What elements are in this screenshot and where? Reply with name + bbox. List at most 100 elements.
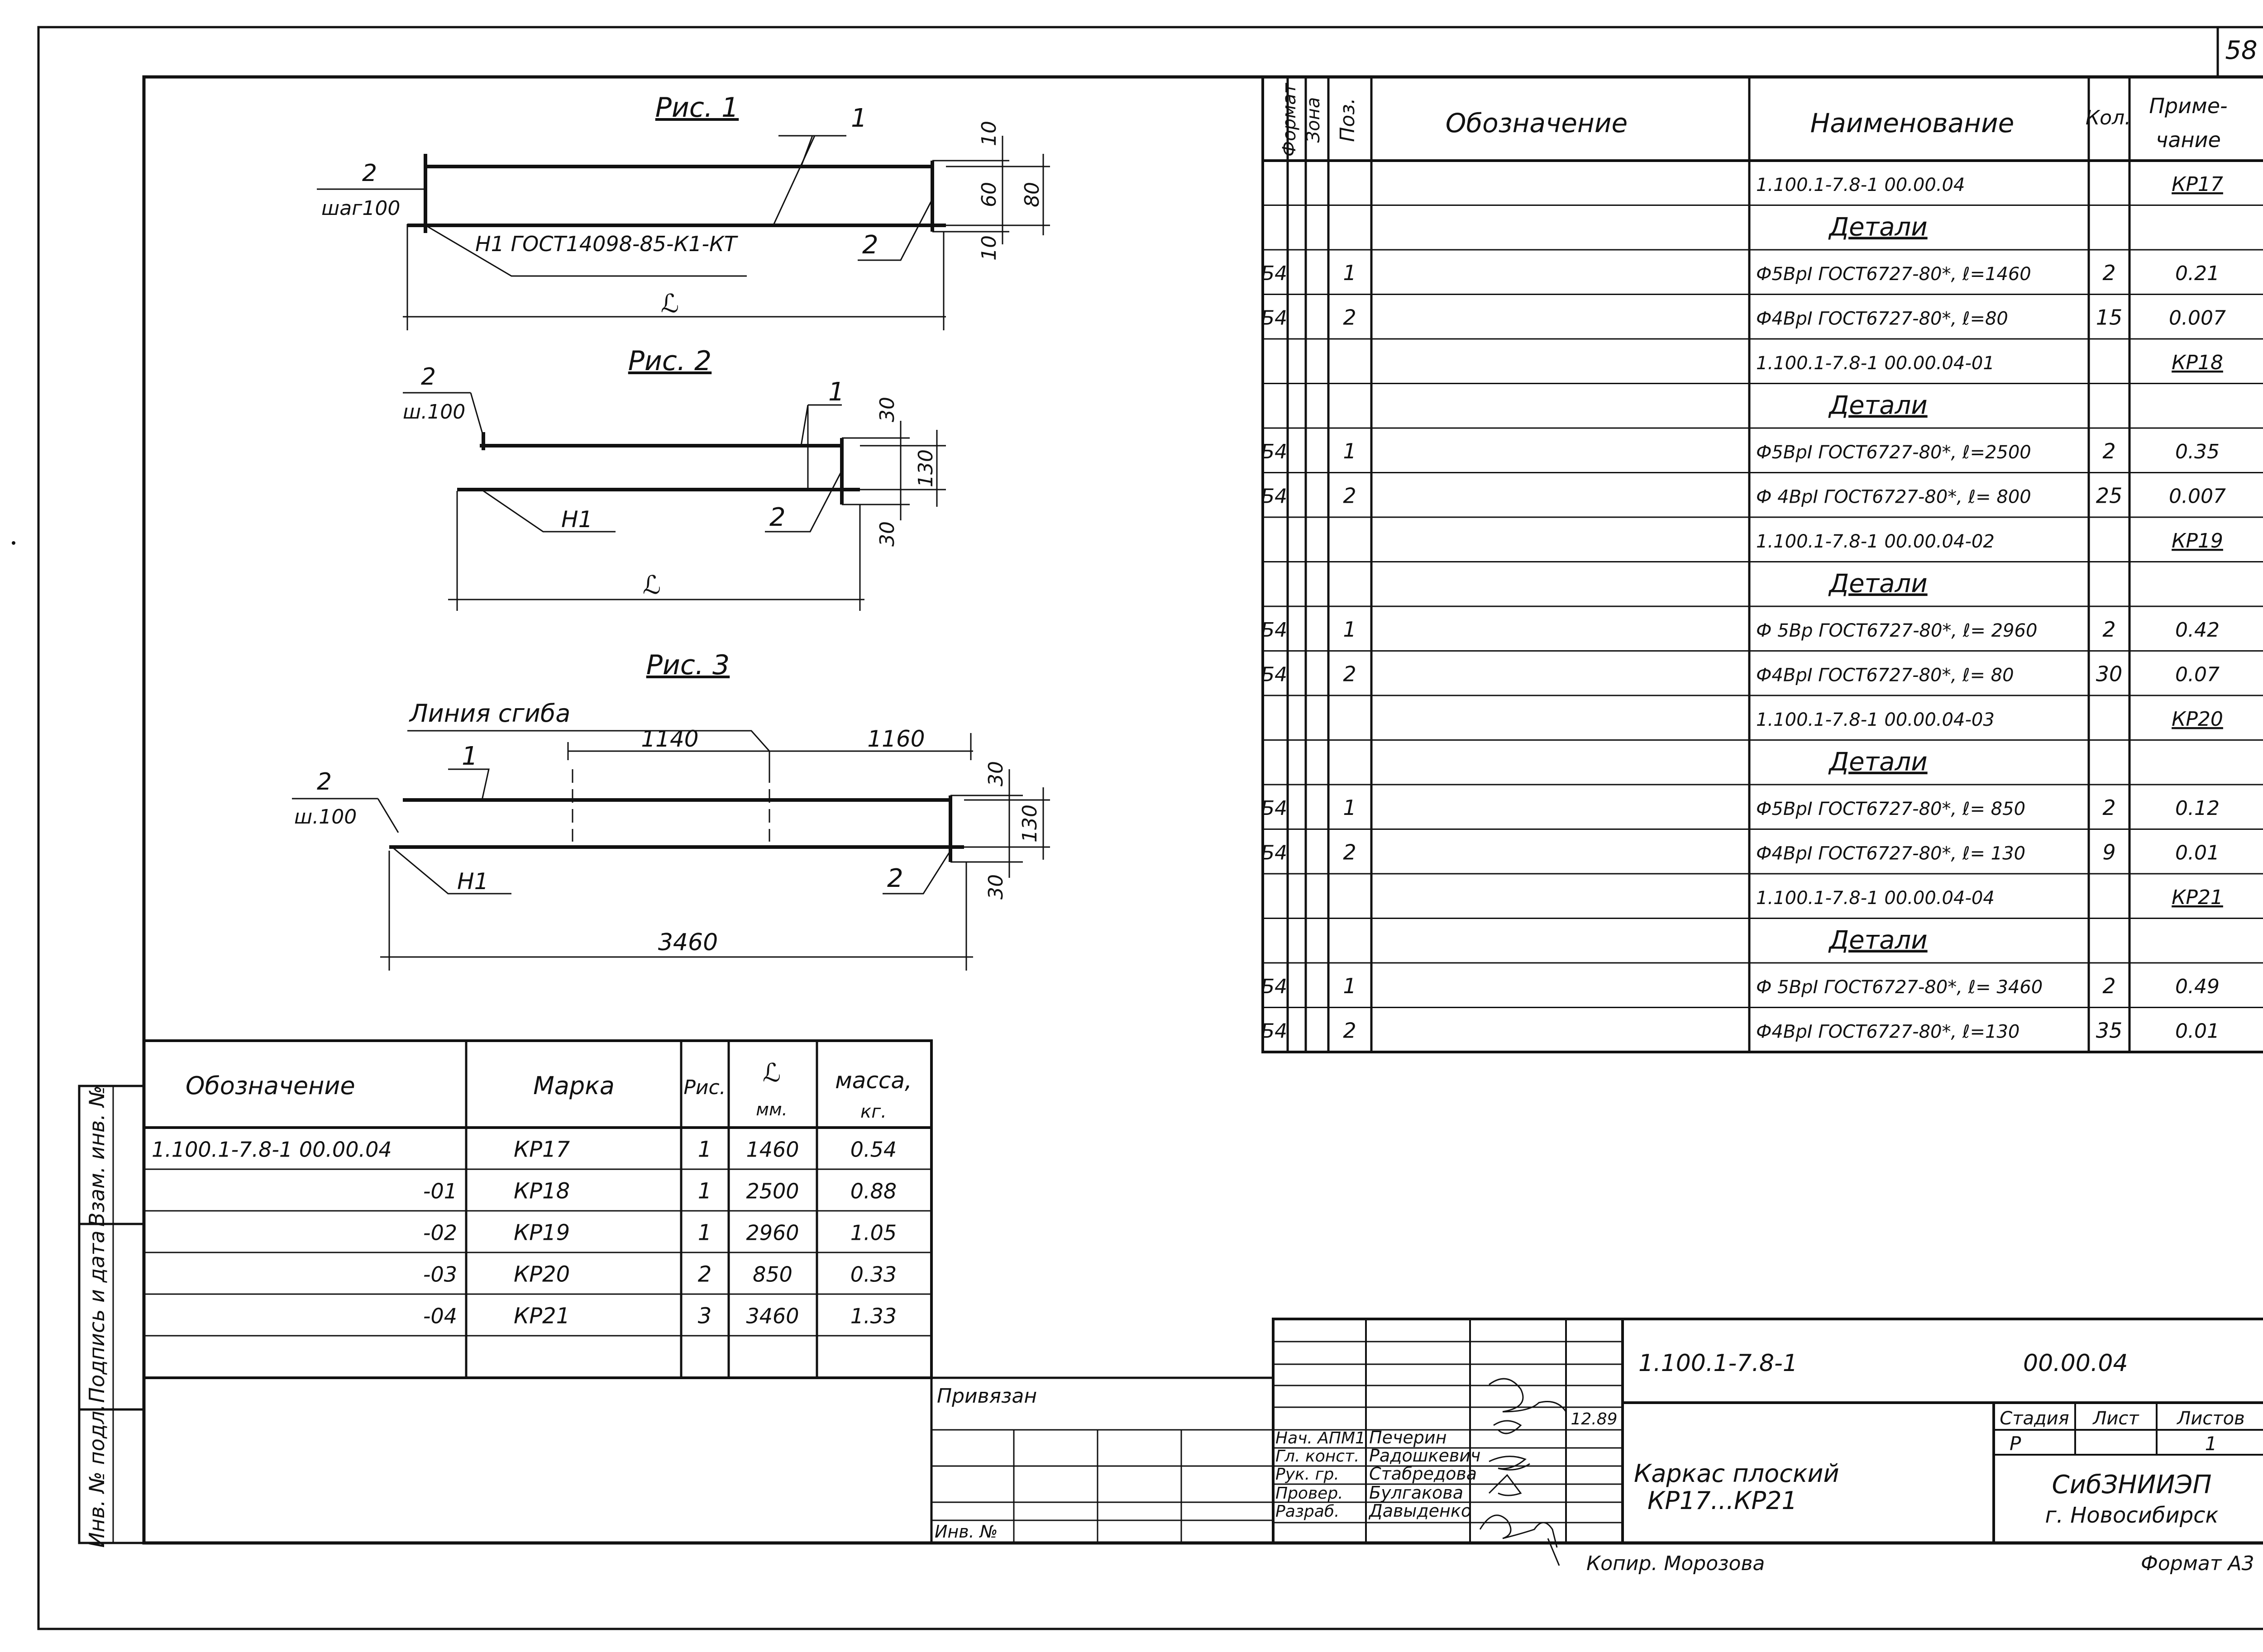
fig1-callout-2-right: 2: [862, 230, 878, 260]
spec-cell-pos: 2: [1343, 483, 1356, 508]
marks-header-mark: Марка: [533, 1071, 615, 1100]
spec-cell-qty: 2: [2102, 795, 2115, 820]
spec-cell-note: 0.49: [2175, 975, 2220, 998]
sig-name: Стабредова: [1369, 1464, 1477, 1484]
spec-cell-name: Детали: [1828, 925, 1927, 955]
spec-cell-format: Б4: [1261, 797, 1287, 820]
title-line-2: КР17...КР21: [1647, 1486, 1797, 1515]
spec-cell-pos: 1: [1343, 261, 1356, 285]
signature-row: Гл. конст. Радошкевич: [1275, 1446, 1480, 1466]
marks-cell-designation: -01: [423, 1179, 457, 1203]
bound-inv: Инв. №: [935, 1522, 998, 1542]
spec-header-pos: Поз.: [1336, 98, 1359, 142]
fig3-dim-1160: 1160: [867, 726, 925, 752]
fig1-dim-bottom: 10: [978, 235, 1001, 261]
marks-cell-fig: 2: [698, 1262, 712, 1287]
sig-role: Рук. гр.: [1275, 1465, 1339, 1484]
sheets-value: 1: [2205, 1433, 2217, 1455]
figure-1: Рис. 1 10 60 10 80 1 2 шаг100 Н1 ГОСТ140…: [317, 92, 1050, 330]
fig3-weld-note: Н1: [457, 868, 488, 895]
spec-header-zone: Зона: [1303, 97, 1324, 143]
spec-cell-qty: 2: [2102, 974, 2115, 998]
fig1-length: ℒ: [661, 289, 679, 319]
fig3-length: 3460: [658, 929, 718, 956]
spec-cell-format: Б4: [1261, 841, 1287, 864]
spec-cell-pos: 1: [1343, 439, 1356, 463]
spec-cell-note: КР17: [2172, 173, 2223, 196]
fig2-dim-bottom: 30: [876, 521, 899, 547]
spec-cell-qty: 2: [2102, 261, 2115, 285]
paper-format: Формат А3: [2141, 1552, 2254, 1575]
stamp-signature-date: Подпись и дата: [85, 1230, 109, 1403]
spec-cell-name: 1.100.1-7.8-1 00.00.04: [1756, 175, 1965, 195]
fig2-weld-note: Н1: [561, 506, 592, 533]
spec-table: Формат Зона Поз. Обозначение Наименовани…: [1261, 76, 2263, 1053]
spec-cell-format: Б4: [1261, 440, 1287, 463]
fig3-dim-1140: 1140: [641, 726, 698, 752]
fig3-dim-total: 130: [1018, 805, 1041, 843]
spec-row: Детали: [1828, 925, 1927, 955]
spec-row: Детали: [1828, 569, 1927, 598]
spec-row: Детали: [1828, 747, 1927, 776]
spec-cell-note: 0.35: [2175, 440, 2220, 463]
fig2-callout-2-left: 2: [421, 363, 436, 390]
spec-cell-name: Ф5ВрI ГОСТ6727-80*, ℓ= 850: [1756, 799, 2025, 819]
marks-cell-length: 2500: [746, 1179, 799, 1203]
marks-cell-mass: 1.33: [850, 1304, 897, 1328]
marks-cell-fig: 1: [698, 1220, 712, 1245]
marks-cell-fig: 1: [698, 1178, 712, 1204]
spec-cell-note: КР21: [2172, 886, 2223, 909]
marks-cell-designation: -03: [423, 1262, 457, 1286]
marks-cell-designation: 1.100.1-7.8-1 00.00.04: [152, 1137, 392, 1162]
sheets-label: Листов: [2176, 1408, 2244, 1429]
marks-header-designation: Обозначение: [186, 1071, 355, 1100]
marks-cell-designation: -04: [423, 1304, 457, 1328]
signature-row: Разраб.Давыденко: [1275, 1501, 1471, 1521]
fig3-bend-line: Линия сгиба: [409, 699, 570, 728]
spec-header-note-1: Приме-: [2149, 94, 2227, 118]
marks-cell-mark: КР21: [514, 1303, 570, 1328]
marks-cell-mass: 1.05: [850, 1220, 897, 1245]
fig1-step: шаг100: [321, 197, 400, 220]
fig2-dim-top: 30: [876, 397, 899, 422]
fig3-dim-bottom: 30: [984, 874, 1007, 900]
spec-cell-name: Ф 5ВрI ГОСТ6727-80*, ℓ= 3460: [1756, 977, 2043, 998]
spec-cell-qty: 25: [2096, 483, 2123, 508]
spec-row: 1.100.1-7.8-1 00.00.04 КР17: [1756, 173, 2223, 196]
fig2-length: ℒ: [643, 571, 661, 600]
spec-cell-qty: 9: [2102, 840, 2115, 864]
fig2-callout-2-right: 2: [769, 503, 786, 532]
spec-cell-qty: 15: [2096, 305, 2123, 329]
copied-by: Копир. Морозова: [1586, 1552, 1765, 1575]
marks-cell-mark: КР20: [514, 1262, 570, 1287]
sig-name: Радошкевич: [1369, 1446, 1480, 1466]
spec-cell-name: 1.100.1-7.8-1 00.00.04-03: [1756, 709, 1995, 730]
fig3-callout-1: 1: [462, 742, 478, 771]
spec-cell-name: Ф4ВрI ГОСТ6727-80*, ℓ=80: [1756, 308, 2008, 329]
stage-value: Р: [2010, 1433, 2021, 1455]
signature-row: Рук. гр. Стабредова: [1275, 1464, 1477, 1484]
spec-cell-name: 1.100.1-7.8-1 00.00.04-04: [1756, 888, 1995, 909]
sig-role: Гл. конст.: [1275, 1447, 1359, 1466]
bound-label: Привязан: [937, 1385, 1037, 1408]
org-name: СибЗНИИЭП: [2052, 1470, 2211, 1500]
sheet-label: Лист: [2092, 1408, 2139, 1429]
spec-cell-qty: 30: [2096, 662, 2123, 686]
marks-cell-designation: -02: [423, 1220, 457, 1245]
spec-cell-name: 1.100.1-7.8-1 00.00.04-02: [1756, 531, 1995, 552]
sig-name: Давыденко: [1368, 1501, 1471, 1521]
spec-cell-name: Ф4ВрI ГОСТ6727-80*, ℓ= 80: [1756, 665, 2014, 686]
spec-header-format: Формат: [1279, 82, 1300, 157]
spec-row: 1.100.1-7.8-1 00.00.04-04 КР21: [1756, 886, 2223, 909]
fig3-callout-2-left: 2: [317, 768, 332, 795]
marks-header-mass: масса,: [835, 1067, 912, 1094]
fig1-dim-top: 10: [978, 121, 1001, 146]
